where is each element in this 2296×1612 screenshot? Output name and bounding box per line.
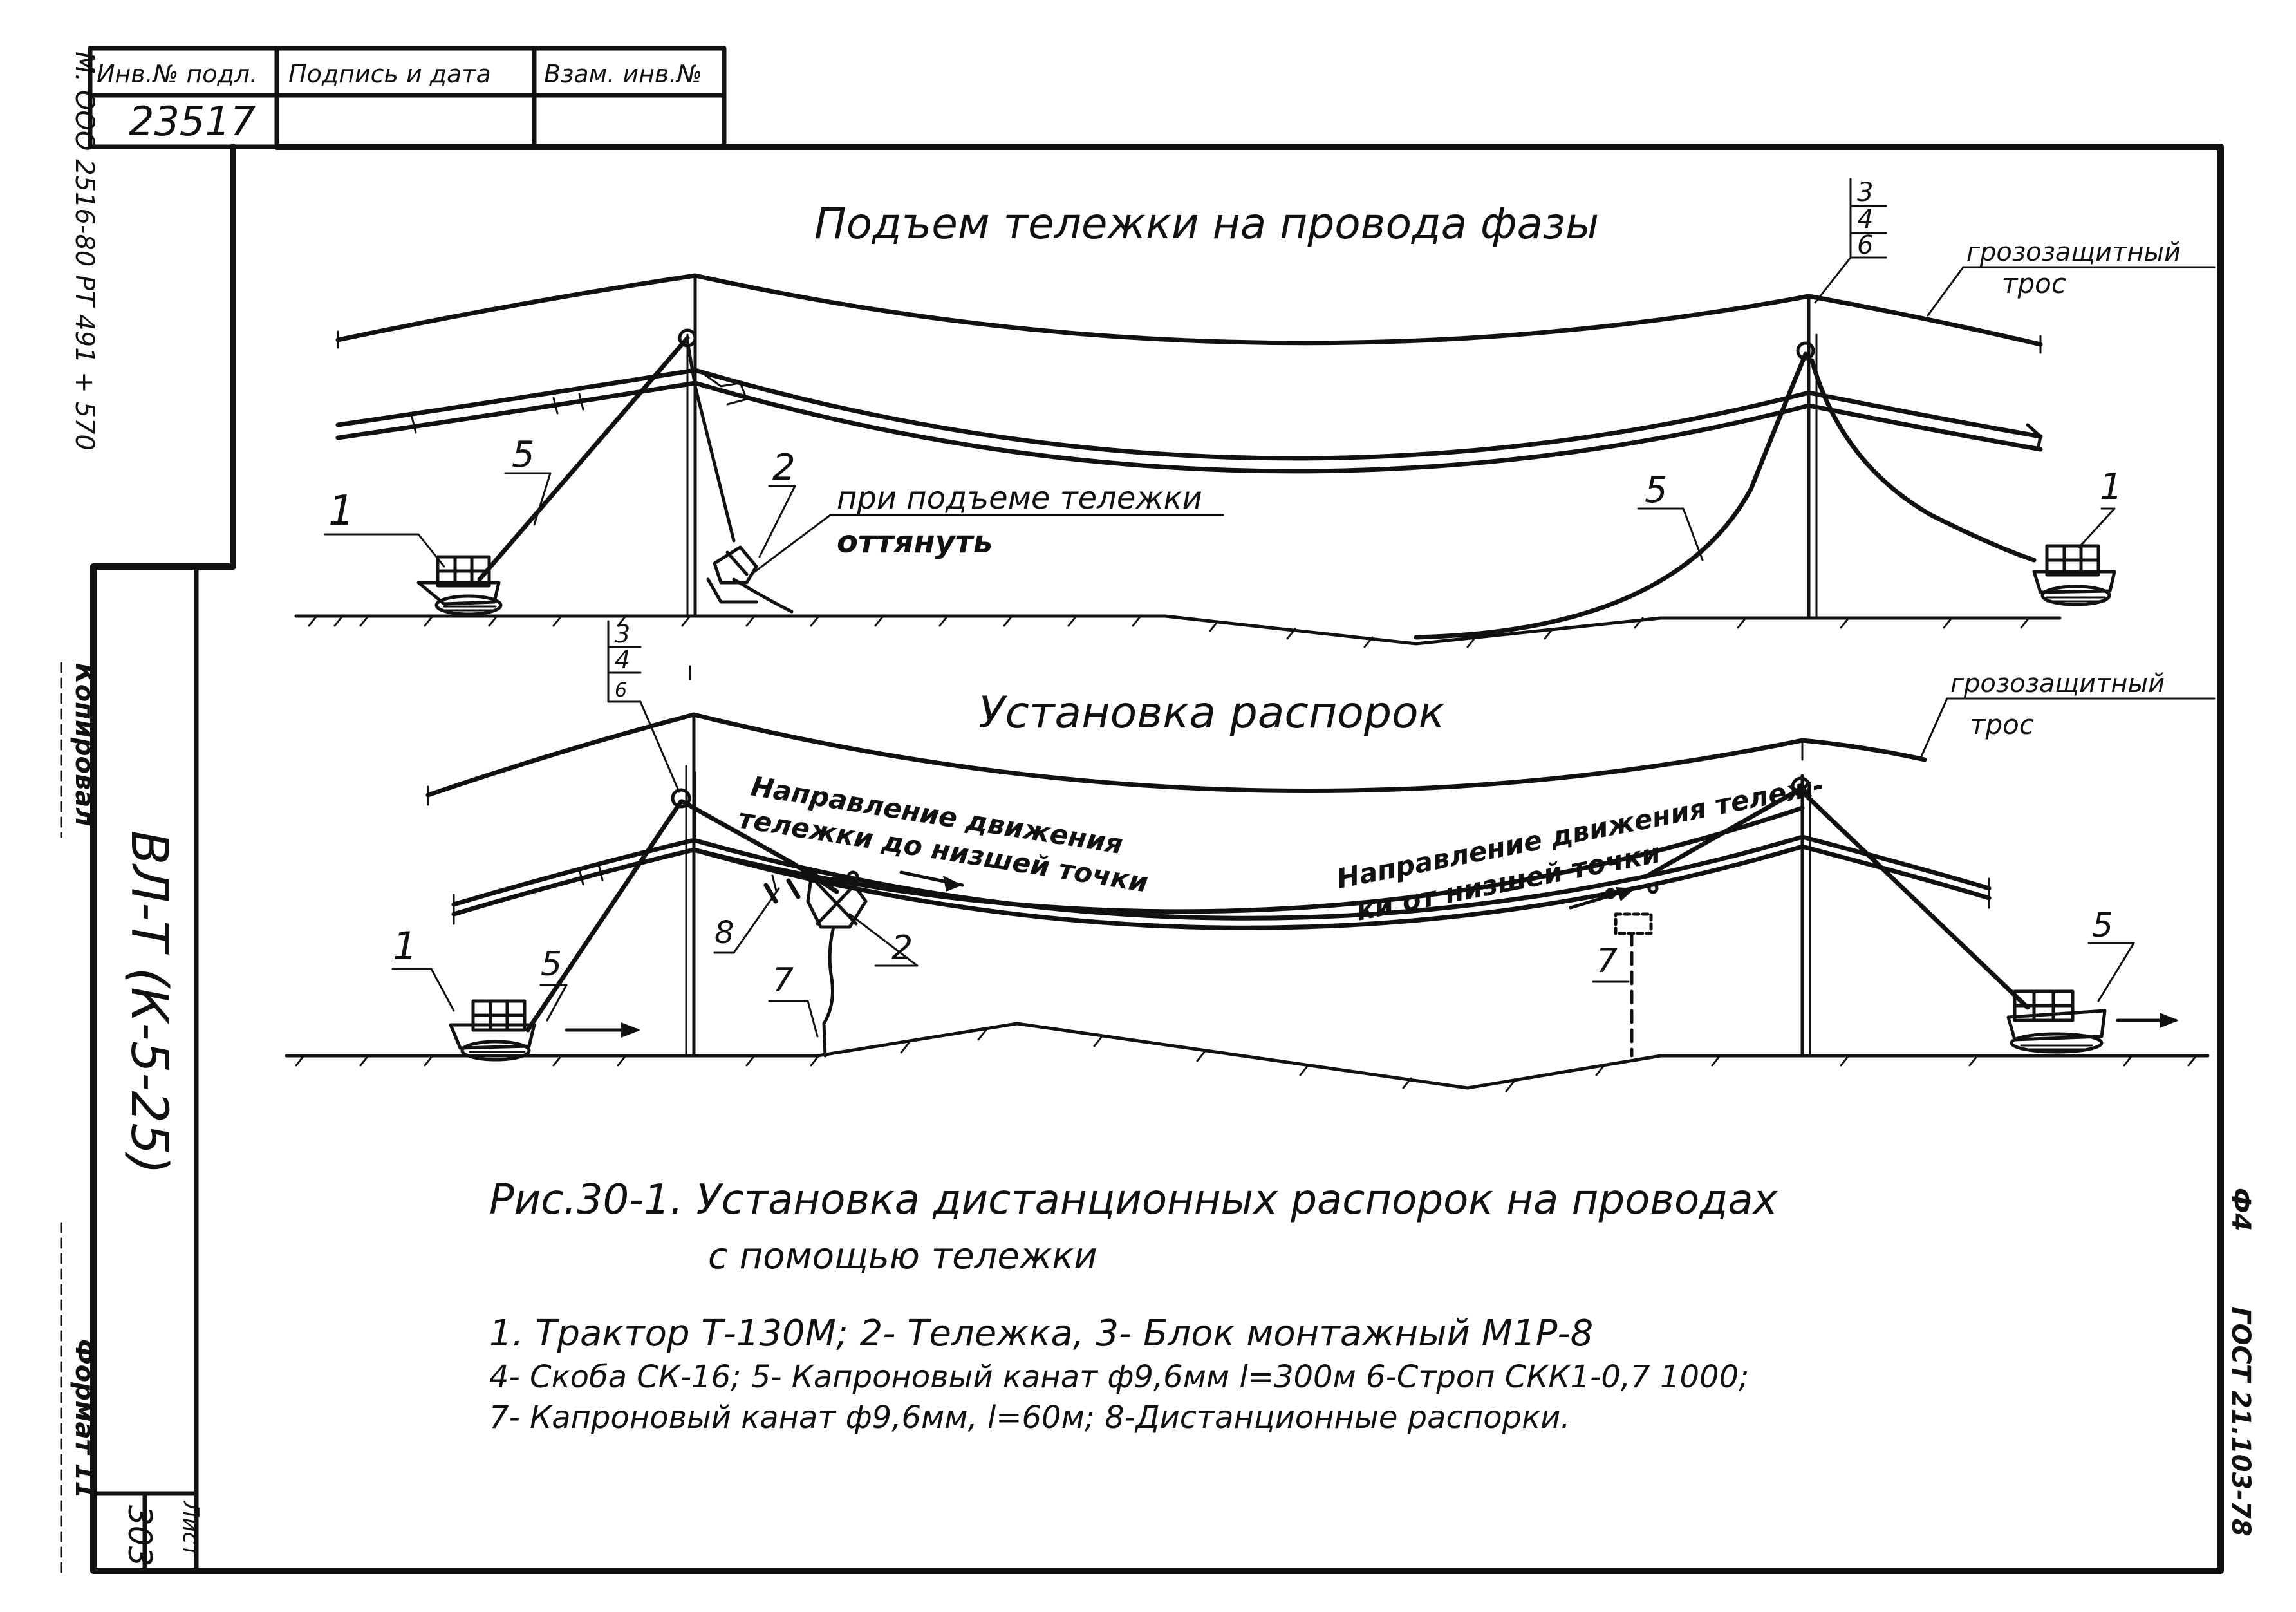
tractor-left — [416, 555, 503, 616]
cart-top — [706, 545, 758, 604]
legend-line-2: 4- Скоба СК-16; 5- Капроновый канат ф9,6… — [489, 1359, 1749, 1395]
bottom-label-7-right: 7 — [1596, 942, 1618, 980]
top-note-1: при подъеме тележки — [837, 480, 1202, 516]
caption-line-2: с помощью тележки — [708, 1235, 1097, 1277]
bottom-stack-label-4: 4 — [615, 646, 630, 674]
tractor-right — [2032, 544, 2116, 606]
top-stack-label-6: 6 — [1857, 230, 1873, 260]
tractor-bottom-right — [2006, 989, 2107, 1054]
top-diagram — [294, 178, 2216, 648]
ground-wire-top — [335, 273, 2043, 347]
top-ground-wire-label-1: грозозащитный — [1966, 238, 2181, 267]
top-label-5-left: 5 — [512, 434, 535, 476]
bottom-label-5-right: 5 — [2092, 906, 2113, 945]
bottom-title: Установка распорок — [978, 688, 1445, 738]
phase-wire-2 — [335, 380, 2043, 474]
stamp-header-vzam: Взам. инв.№ — [544, 60, 702, 88]
top-note-2: оттянуть — [837, 524, 993, 560]
caption-line-1: Рис.30-1. Установка дистанционных распор… — [489, 1176, 1778, 1224]
top-stack-label-3: 3 — [1857, 178, 1873, 207]
top-ground-wire-label-2: трос — [2002, 268, 2066, 299]
stamp-inv-number: 23517 — [129, 98, 256, 145]
legend-line-3: 7- Капроновый канат ф9,6мм, l=60м; 8-Дис… — [489, 1400, 1571, 1436]
rope-5-right — [1414, 351, 1808, 640]
bottom-label-7-left: 7 — [772, 961, 794, 1000]
cart-bottom-left — [806, 870, 868, 929]
margin-format: Формат 11 — [70, 1339, 99, 1499]
sheet-number: 303 — [121, 1505, 158, 1566]
top-title: Подъем тележки на провода фазы — [814, 199, 1599, 248]
margin-gost: ГОСТ 21.103-78 — [2226, 1307, 2255, 1537]
top-label-1-left: 1 — [328, 487, 355, 535]
top-label-1-right: 1 — [2100, 466, 2123, 508]
inventory-stamp — [88, 46, 727, 149]
tractor-bottom-left — [449, 999, 536, 1062]
top-stack-label-4: 4 — [1857, 205, 1873, 234]
phase-wire-1 — [335, 368, 2043, 461]
bottom-label-2: 2 — [891, 929, 913, 968]
stamp-header-sign: Подпись и дата — [288, 60, 491, 88]
sheet-label: Лист — [178, 1500, 203, 1557]
cart-bottom-right — [1605, 883, 1659, 935]
top-label-5-right: 5 — [1645, 469, 1668, 511]
margin-project-code: ВЛ-Т (К-5-25) — [120, 830, 178, 1174]
margin-doc-ref: М. ООО 2516-80 РТ 491 + 570 — [70, 52, 99, 451]
ground-line — [294, 614, 2062, 646]
bottom-label-8: 8 — [714, 915, 734, 951]
sheet-frame — [60, 144, 2224, 1579]
bottom-stack-label-3: 3 — [615, 620, 630, 648]
bottom-ground-wire-label-2: трос — [1970, 709, 2034, 740]
bottom-diagram — [285, 620, 2216, 1092]
legend-line-1: 1. Трактор Т-130М; 2- Тележка, 3- Блок м… — [489, 1313, 1593, 1354]
bottom-label-1: 1 — [393, 924, 417, 969]
ground-hatching — [308, 615, 2030, 648]
margin-f4: Ф4 — [2226, 1188, 2255, 1232]
bottom-label-5-left: 5 — [541, 945, 562, 984]
stamp-header-inv: Инв.№ подл. — [97, 60, 257, 88]
margin-kopiroval: Копировал — [70, 663, 99, 827]
bottom-ground-wire-label-1: грозозащитный — [1950, 669, 2165, 698]
rope-5-left — [477, 335, 690, 582]
bottom-stack-label-6: 6 — [615, 679, 627, 702]
top-label-2: 2 — [772, 447, 796, 489]
